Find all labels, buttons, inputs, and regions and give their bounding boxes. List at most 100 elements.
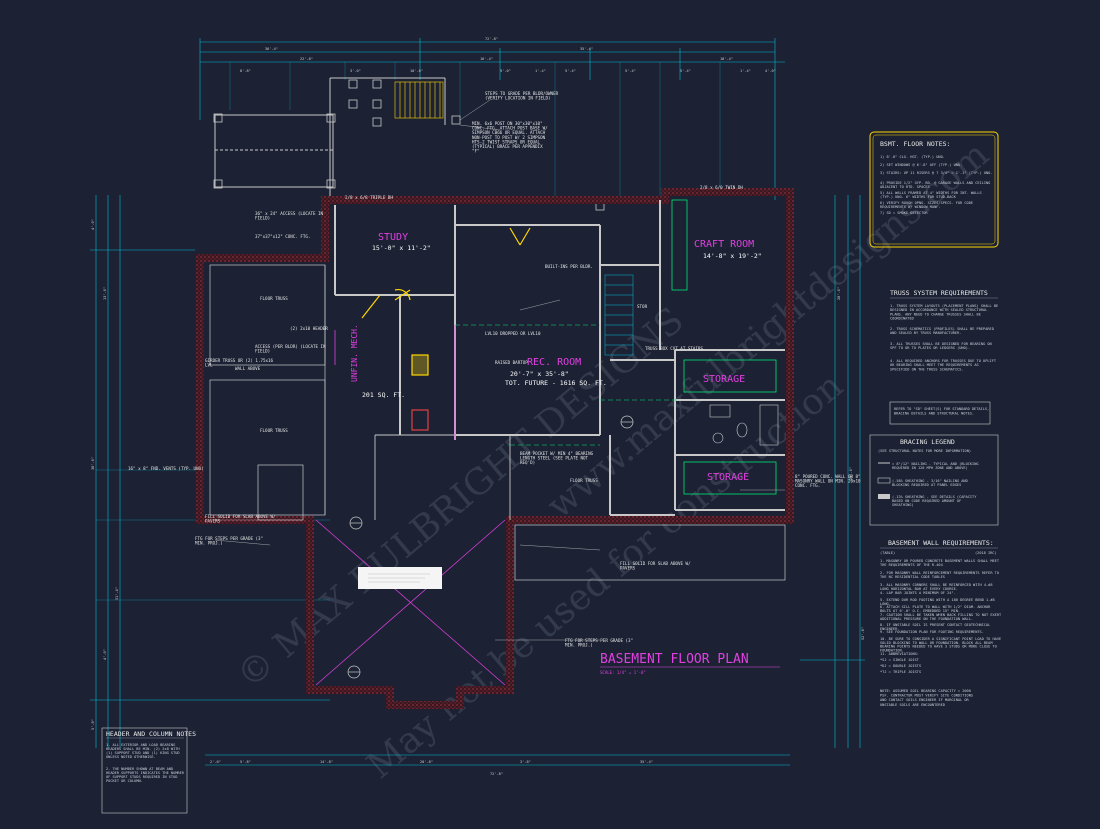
dim-left-1: 13'-0" — [103, 287, 107, 300]
dim-overall: 72'-8" — [485, 37, 498, 41]
wall-note-14: *TJ = TRIPLE JOISTS — [880, 670, 921, 674]
note-truss-box: TRUSS BOX CUT AT STAIRS — [645, 346, 703, 351]
refer-note: REFER TO "SD" SHEET(S) FOR STANDARD DETA… — [894, 407, 989, 416]
dim-bottom-3: 20'-8" — [420, 760, 433, 764]
room-study-name: STUDY — [378, 232, 408, 243]
bsmt-note-4: 4) PROVIDE 1/2" GYP. BD. @ GARAGE WALLS … — [880, 181, 990, 189]
wall-note-11: 11. ABBREVIATIONS: — [880, 652, 919, 656]
bracing-sub: (SEE STRUCTURAL NOTES FOR MORE INFORMATI… — [878, 449, 971, 453]
dim-right-1: 34'-0" — [849, 467, 853, 480]
dim-bottom-1: 5'-8" — [240, 760, 251, 764]
truss-notes: TRUSS SYSTEM REQUIREMENTS 1. TRUSS SYSTE… — [890, 289, 998, 371]
note-header: (2) 2x10 HEADER — [290, 326, 328, 331]
note-conc-ftg: 37"x37"x12" CONC. FTG. — [255, 234, 310, 239]
note-raised-bartop: RAISED BARTOP — [495, 360, 528, 365]
steps-to-grade — [394, 81, 444, 119]
room-labels: STUDY 15'-0" x 11'-2" CRAFT ROOM 14'-8" … — [350, 232, 762, 483]
truss-note-1: 1. TRUSS SYSTEM LAYOUTS (PLACEMENT PLANS… — [890, 304, 998, 321]
dimension-text: 72'-8" 36'-4" 35'-4" 22'-8" 16'-4" 18'-4… — [91, 37, 865, 776]
note-twin-dh: 2/8 x 6/0 TWIN DH — [700, 185, 743, 190]
dim-row2-9: 4'-0" — [765, 69, 776, 73]
wall-requirements: BASEMENT WALL REQUIREMENTS: (TABLE) (201… — [880, 539, 1002, 674]
note-floor-truss-1: FLOOR TRUSS — [260, 296, 288, 301]
note-ftg-steps: FTG FOR STEPS PER GRADE (3"MIN. PROJ.) — [195, 536, 263, 546]
magenta-beams — [334, 325, 456, 440]
dim-left-2: 38'-0" — [91, 457, 95, 470]
interior-stairs — [604, 274, 634, 356]
dim-row2-5: 5'-4" — [565, 69, 576, 73]
bsmt-note-3: 3) STAIRS: UP 11 RISERS @ 7 3/4" = 1'-1"… — [880, 171, 993, 175]
truss-note-4: 4. ALL REQUIRED ANCHORS FOR TRUSSES DUE … — [890, 359, 997, 371]
note-steps-grade: STEPS TO GRADE PER BLDR/OWNER(VERIFY LOC… — [485, 91, 559, 101]
dim-row2-8: 1'-4" — [740, 69, 751, 73]
dim-left-4: 4'-0" — [103, 649, 107, 660]
note-builtins: BUILT-INS PER BLDR. — [545, 264, 593, 269]
dim-bottom-4: 3'-8" — [520, 760, 531, 764]
bracing-legend: BRACING LEGEND (SEE STRUCTURAL NOTES FOR… — [869, 434, 999, 526]
dim-right-2: 52'-8" — [861, 627, 865, 640]
dim-left-3: 51'-4" — [115, 587, 119, 600]
header-column-notes: HEADER AND COLUMN NOTES 1. ALL EXTERIOR … — [101, 727, 196, 814]
dim-row2-6: 5'-4" — [625, 69, 636, 73]
plan-title-text: BASEMENT FLOOR PLAN — [600, 652, 749, 667]
wall-sub: (TABLE) — [880, 551, 895, 555]
note-ftg-steps-2: FTG FOR STEPS PER GRADE (3"MIN. PROJ.) — [565, 638, 633, 648]
room-craft-size: 14'-8" x 19'-2" — [703, 252, 762, 260]
dim-left-5: 5'-8" — [91, 719, 95, 730]
room-rec-name: REC. ROOM — [527, 357, 581, 368]
note-floor-truss-2: FLOOR TRUSS — [260, 428, 288, 433]
bsmt-notes-title: BSMT. FLOOR NOTES: — [880, 140, 950, 148]
dim-top-1: 35'-4" — [580, 47, 593, 51]
wall-note-8: 8. IF UNSTABLE SOIL IS PRESENT CONTACT G… — [880, 623, 990, 631]
note-vents: 16" x 8" FND. VENTS (TYP. UNO) — [128, 466, 204, 471]
wall-note-12: *SJ = SINGLE JOIST — [880, 658, 920, 662]
wall-note-4: 4. LAP BAR JOINTS A MINIMUM OF 24". — [880, 591, 956, 595]
header-notes-title: HEADER AND COLUMN NOTES — [106, 730, 196, 738]
storage-shelving — [671, 199, 777, 495]
section-markers — [347, 415, 634, 679]
plan-scale-text: SCALE: 1/4" = 1'-0" — [600, 670, 646, 675]
dim-bottom-overall: 72'-8" — [490, 772, 503, 776]
wall-note-10: 10. BE SURE TO CONSIDER A SIGNIFICANT PO… — [880, 637, 1001, 652]
note-poured-conc: 8" POURED CONC. WALL OR 8"MASONRY WALL O… — [795, 474, 861, 488]
bsmt-note-7: 7) SD = SMOKE DETECTOR — [880, 211, 928, 215]
room-study-size: 15'-0" x 11'-2" — [372, 244, 431, 252]
wall-note-9: 9. SEE FOUNDATION PLAN FOR FOOTING REQUI… — [880, 630, 984, 634]
note-triple-dh: 2/8 x 6/8 TRIPLE DH — [345, 195, 393, 200]
soil-note-text: NOTE: ASSUMED SOIL BEARING CAPACITY = 20… — [880, 689, 973, 707]
unexcavated-x — [315, 519, 506, 686]
wall-note-5: 5. EXTEND DUR ROD FOOTING WITH A 180 DEG… — [880, 598, 995, 606]
dim-top-2: 22'-8" — [300, 57, 313, 61]
dim-row2-4: 1'-4" — [535, 69, 546, 73]
dim-top-4: 18'-4" — [720, 57, 733, 61]
wall-note-1: 1. MASONRY OR POURED CONCRETE BASEMENT W… — [880, 559, 1000, 567]
bath-fixtures — [709, 404, 779, 446]
dim-left-0: 4'-0" — [91, 219, 95, 230]
truss-notes-title: TRUSS SYSTEM REQUIREMENTS — [890, 289, 988, 297]
note-wall-above: WALL ABOVE — [235, 366, 261, 371]
room-storage-2: STORAGE — [707, 472, 749, 483]
dim-top-0: 36'-4" — [265, 47, 278, 51]
bsmt-note-6: 6) VERIFY ROUGH OPNG. SIZES/SPECS. FOR C… — [880, 201, 973, 209]
dim-row2-0: 8'-8" — [240, 69, 251, 73]
dim-row2-2: 3'-0" — [350, 69, 361, 73]
wall-note-2: 2. FOR MASONRY WALL REINFORCEMENT REQUIR… — [880, 571, 999, 579]
bsmt-notes-box: BSMT. FLOOR NOTES: 1) 8'-0" CLG. HGT. (T… — [869, 131, 999, 248]
bracing-title: BRACING LEGEND — [900, 438, 955, 446]
leader-lines — [214, 99, 785, 641]
room-mech-name: UNFIN. MECH. — [350, 324, 359, 382]
room-craft-name: CRAFT ROOM — [694, 239, 754, 250]
note-fill-slab: FILL SOLID FOR SLAB ABOVE W/PAVERS — [205, 514, 276, 524]
room-rec-area: TOT. FUTURE - 1616 SQ. FT. — [505, 379, 607, 387]
plan-annotations: STEPS TO GRADE PER BLDR/OWNER(VERIFY LOC… — [128, 91, 861, 648]
dim-bottom-0: 2'-0" — [210, 760, 221, 764]
soil-note: NOTE: ASSUMED SOIL BEARING CAPACITY = 20… — [880, 689, 973, 707]
dim-row2-7: 5'-4" — [680, 69, 691, 73]
truss-note-3: 3. ALL TRUSSES SHALL BE DESIGNED FOR BEA… — [890, 342, 992, 350]
